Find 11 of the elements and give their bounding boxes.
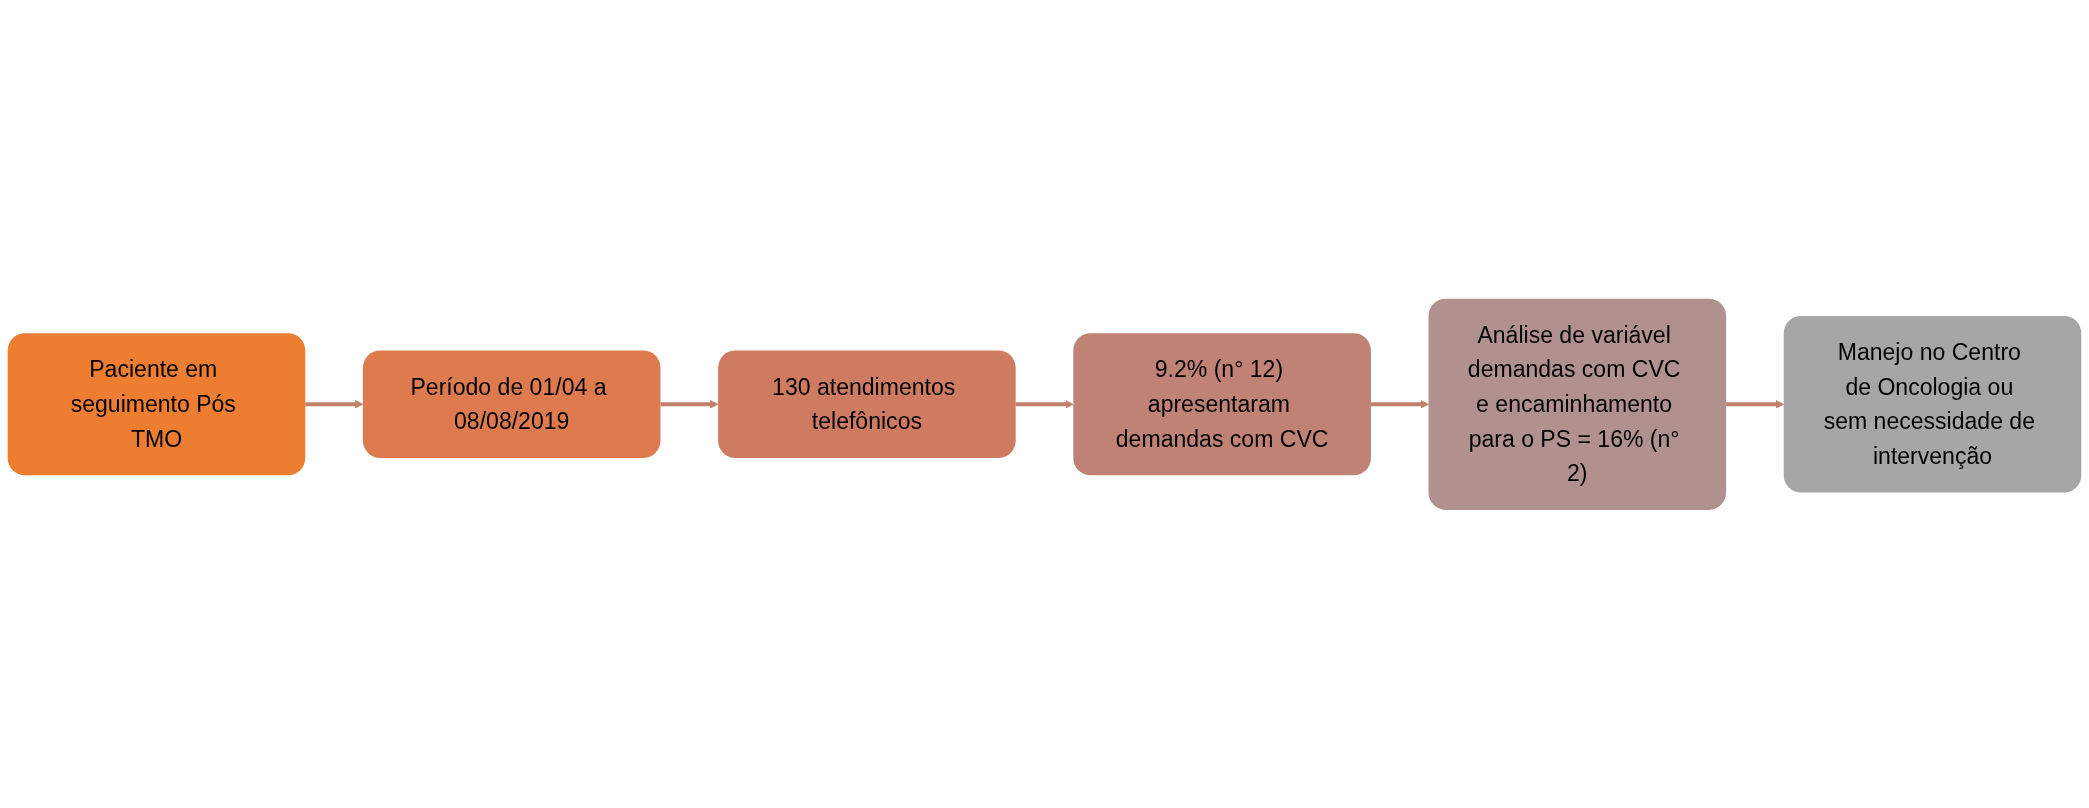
arrow (1015, 399, 1074, 409)
node-box: 130 atendimentos telefônicos (718, 350, 1016, 458)
arrow (305, 399, 364, 409)
node-box: Paciente em seguimento Pós TMO (7, 332, 306, 476)
node-box: Período de 01/04 a 08/08/2019 (362, 350, 661, 458)
arrow (660, 399, 719, 409)
node-box: 9.2% (n° 12) apresentaram demandas com CVC (1073, 332, 1371, 476)
node-box: Manejo no Centro de Oncologia ou sem necessidade de intervenção (1783, 315, 2082, 493)
arrow (1370, 399, 1429, 409)
arrow (1726, 399, 1785, 409)
node-box: Análise de variável demandas com CVC e encaminhamento para o PS = 16% (n° 2) (1428, 298, 1727, 510)
